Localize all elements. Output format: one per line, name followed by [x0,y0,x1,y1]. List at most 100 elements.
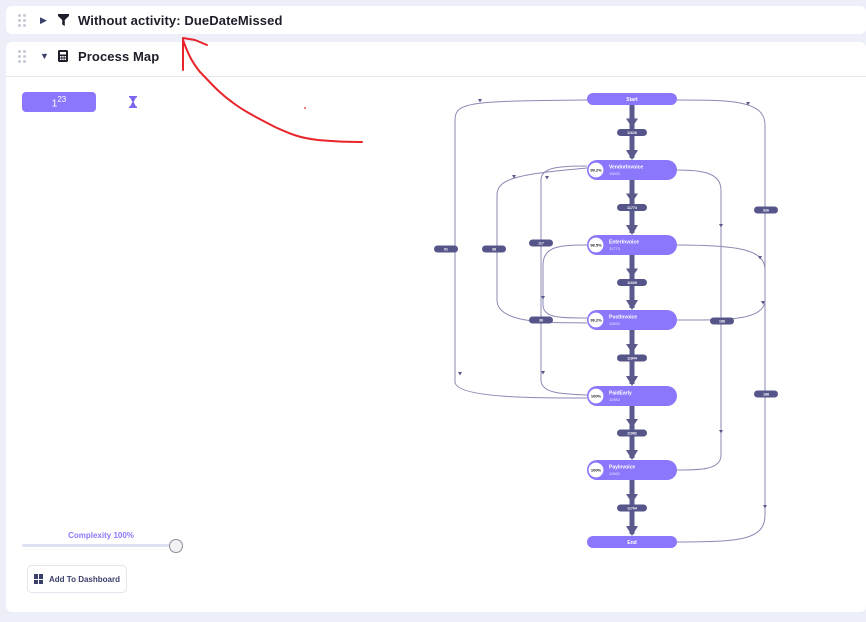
arrowhead-icon [626,494,638,503]
arrowhead-icon [763,505,767,509]
edge-label-badge [617,354,647,362]
arrowhead-icon [458,372,462,376]
process-map-header[interactable]: ▼ Process Map [6,42,866,77]
arrowhead-icon [626,118,638,128]
edge-label-badge [617,129,647,136]
edge-label: 38 [492,247,496,251]
caret-down-icon[interactable]: ▼ [40,51,49,61]
node-label: Start [626,97,638,103]
coverage-badge [587,236,605,254]
process-map-panel: ▼ Process Map 123 Complexity 100% Add To… [6,42,866,612]
hourglass-icon[interactable] [129,96,137,108]
edge-label: 11774 [627,206,637,210]
node-percent: 100% [591,393,602,398]
node-end[interactable]: End [587,536,677,548]
complexity-label: Complexity 100% [68,531,134,540]
arrowhead-icon [761,301,765,305]
arrowhead-icon [719,430,723,434]
node-percent: 99.2% [590,167,602,172]
edge-label: 91 [444,247,448,251]
side-edge-label-start-end: 326 [754,206,778,214]
frequency-metric-button[interactable]: 123 [22,92,96,112]
add-to-dashboard-label: Add To Dashboard [49,574,120,584]
arrowhead-icon [626,150,638,160]
dashboard-grid-icon [34,574,44,584]
side-edge-vendor-paid[interactable] [540,165,588,396]
arrowhead-icon [626,344,638,353]
arrowhead-icon [626,526,638,536]
edge-label: 188 [719,319,725,323]
node-percent: 98.5% [590,242,602,247]
edge-label: 11029 [627,281,637,285]
main-edge-post-paid[interactable]: 11844 [617,330,647,386]
complexity-slider-track[interactable] [22,544,176,547]
edge-label: 117 [538,241,544,245]
edge-label: 11764 [627,506,637,510]
node-count: 11982 [609,397,621,402]
drag-handle-icon[interactable] [18,13,26,27]
node-label: PostInvoice [609,315,637,321]
side-edge-enter-post[interactable] [541,244,588,319]
side-edge-start-end[interactable] [676,99,767,543]
arrowhead-icon [541,371,545,375]
arrowhead-icon [758,256,762,260]
node-count: 11692 [609,321,621,326]
node-count: 11692 [609,171,621,176]
filter-panel-header[interactable]: ▶ Without activity: DueDateMissed [6,6,866,34]
arrowhead-icon [626,225,638,235]
side-edge-paid-start[interactable] [454,99,588,399]
filter-icon [56,13,70,27]
edge-label: 11626 [627,131,637,135]
add-to-dashboard-button[interactable]: Add To Dashboard [27,565,127,593]
arrowhead-icon [626,300,638,310]
coverage-badge [587,161,605,179]
edge-label: 11844 [627,356,637,360]
process-map-title: Process Map [78,48,160,64]
arrowhead-icon [626,376,638,386]
filter-panel: ▶ Without activity: DueDateMissed [6,6,866,34]
drag-handle-icon[interactable] [18,49,26,63]
side-edge-label-vendor-paid: 117 [529,239,553,247]
side-edge-label-enter-post: 38 [529,316,553,324]
edge-label-badge [617,429,647,437]
arrowhead-icon [719,224,723,228]
node-label: PaidEarly [609,391,632,397]
node-label: End [627,540,636,546]
coverage-badge [587,311,605,329]
arrowhead-icon [746,102,750,106]
main-edge-start-vendor[interactable]: 11626 [617,105,647,160]
caret-right-icon[interactable]: ▶ [40,14,47,25]
superscript-numbers-icon: 123 [51,94,67,110]
edge-label: 38 [539,318,543,322]
edge-label: 188 [763,392,769,396]
arrowhead-icon [545,176,549,180]
edge-label: 11982 [627,431,637,435]
arrowhead-icon [626,193,638,203]
filter-title: Without activity: DueDateMissed [78,12,283,28]
arrowhead-icon [478,99,482,103]
arrowhead-icon [626,268,638,278]
arrowhead-icon [626,450,638,460]
complexity-slider-thumb[interactable] [169,539,183,553]
edge-label-badge [617,204,647,211]
coverage-badge [587,461,605,479]
side-edge-label-pay-vendor: 188 [754,390,778,398]
arrowhead-icon [626,419,638,428]
main-edge-vendor-enter[interactable]: 11774 [617,180,647,235]
side-edge-label-post-vendor: 38 [482,245,506,253]
main-edge-pay-end[interactable]: 11764 [617,480,647,536]
calculator-icon [56,49,70,63]
main-edge-paid-pay[interactable]: 11982 [617,406,647,460]
node-count: 11773 [609,246,621,251]
node-start[interactable]: Start [587,93,677,105]
node-percent: 100% [591,467,602,472]
node-label: EnterInvoice [609,240,639,246]
edge-label-badge [617,279,647,286]
main-edge-enter-post[interactable]: 11029 [617,255,647,310]
